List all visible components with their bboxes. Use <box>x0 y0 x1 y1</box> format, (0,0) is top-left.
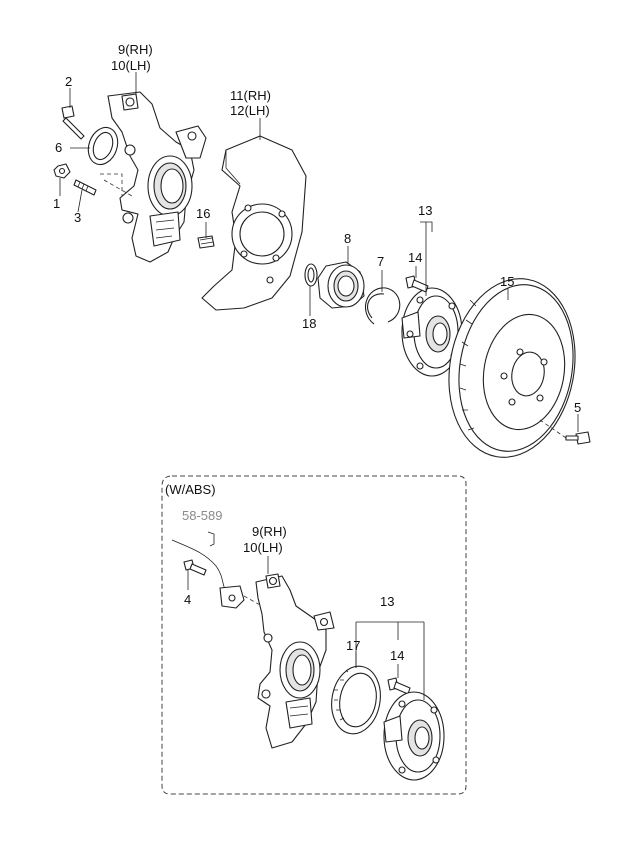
callout-12-lh: 12(LH) <box>230 103 270 118</box>
callout-10-lh-top: 10(LH) <box>111 58 151 73</box>
callout-2: 2 <box>65 74 72 89</box>
callout-16: 16 <box>196 206 210 221</box>
assembly-line-abs-sensor <box>243 595 263 607</box>
screw-5 <box>565 431 591 445</box>
bolt-4 <box>183 559 207 576</box>
assembly-line-screw-5 <box>539 419 567 439</box>
leader-13-top <box>420 221 433 296</box>
callout-7: 7 <box>377 254 384 269</box>
callout-8: 8 <box>344 231 351 246</box>
callout-5: 5 <box>574 400 581 415</box>
callout-17: 17 <box>346 638 360 653</box>
leader-13-abs <box>355 621 425 700</box>
front-hub-13 <box>401 287 463 377</box>
steering-knuckle-abs <box>255 573 335 749</box>
snap-ring-7 <box>365 287 401 325</box>
callout-13-top: 13 <box>418 203 432 218</box>
brake-disc-15 <box>448 278 576 458</box>
wheel-bearing-8 <box>317 261 365 309</box>
callout-6: 6 <box>55 140 62 155</box>
abs-wheel-speed-sensor <box>171 531 245 609</box>
callout-14-top: 14 <box>408 250 422 265</box>
leader-3 <box>77 189 83 213</box>
abs-tone-ring-17 <box>331 665 381 735</box>
steering-knuckle-top <box>107 91 207 263</box>
callout-9-rh-top: 9(RH) <box>118 42 153 57</box>
abs-box-title: (W/ABS) <box>165 482 216 497</box>
callout-3: 3 <box>74 210 81 225</box>
assembly-line-top-1 <box>100 173 123 196</box>
hub-bolt-14-abs <box>387 677 411 695</box>
front-hub-13-abs <box>383 691 445 781</box>
callout-13-abs: 13 <box>380 594 394 609</box>
dust-cover-11-12 <box>201 135 307 311</box>
callout-15: 15 <box>500 274 514 289</box>
dust-seal-6 <box>87 126 119 166</box>
bolt-2 <box>61 105 85 140</box>
oil-seal-18 <box>304 263 318 287</box>
stud-bolt-3 <box>73 179 97 196</box>
callout-14-abs: 14 <box>390 648 404 663</box>
assembly-line-top-2 <box>103 179 133 197</box>
callout-9-rh-abs: 9(RH) <box>252 524 287 539</box>
hub-bolt-14 <box>405 275 429 293</box>
callout-1: 1 <box>53 196 60 211</box>
callout-10-lh-abs: 10(LH) <box>243 540 283 555</box>
callout-4: 4 <box>184 592 191 607</box>
callout-18: 18 <box>302 316 316 331</box>
abs-ref-58-589: 58-589 <box>182 508 222 523</box>
callout-11-rh: 11(RH) <box>230 88 271 103</box>
bolt-16 <box>197 235 215 249</box>
abs-variant-box <box>161 475 467 795</box>
nut-1 <box>53 163 71 179</box>
